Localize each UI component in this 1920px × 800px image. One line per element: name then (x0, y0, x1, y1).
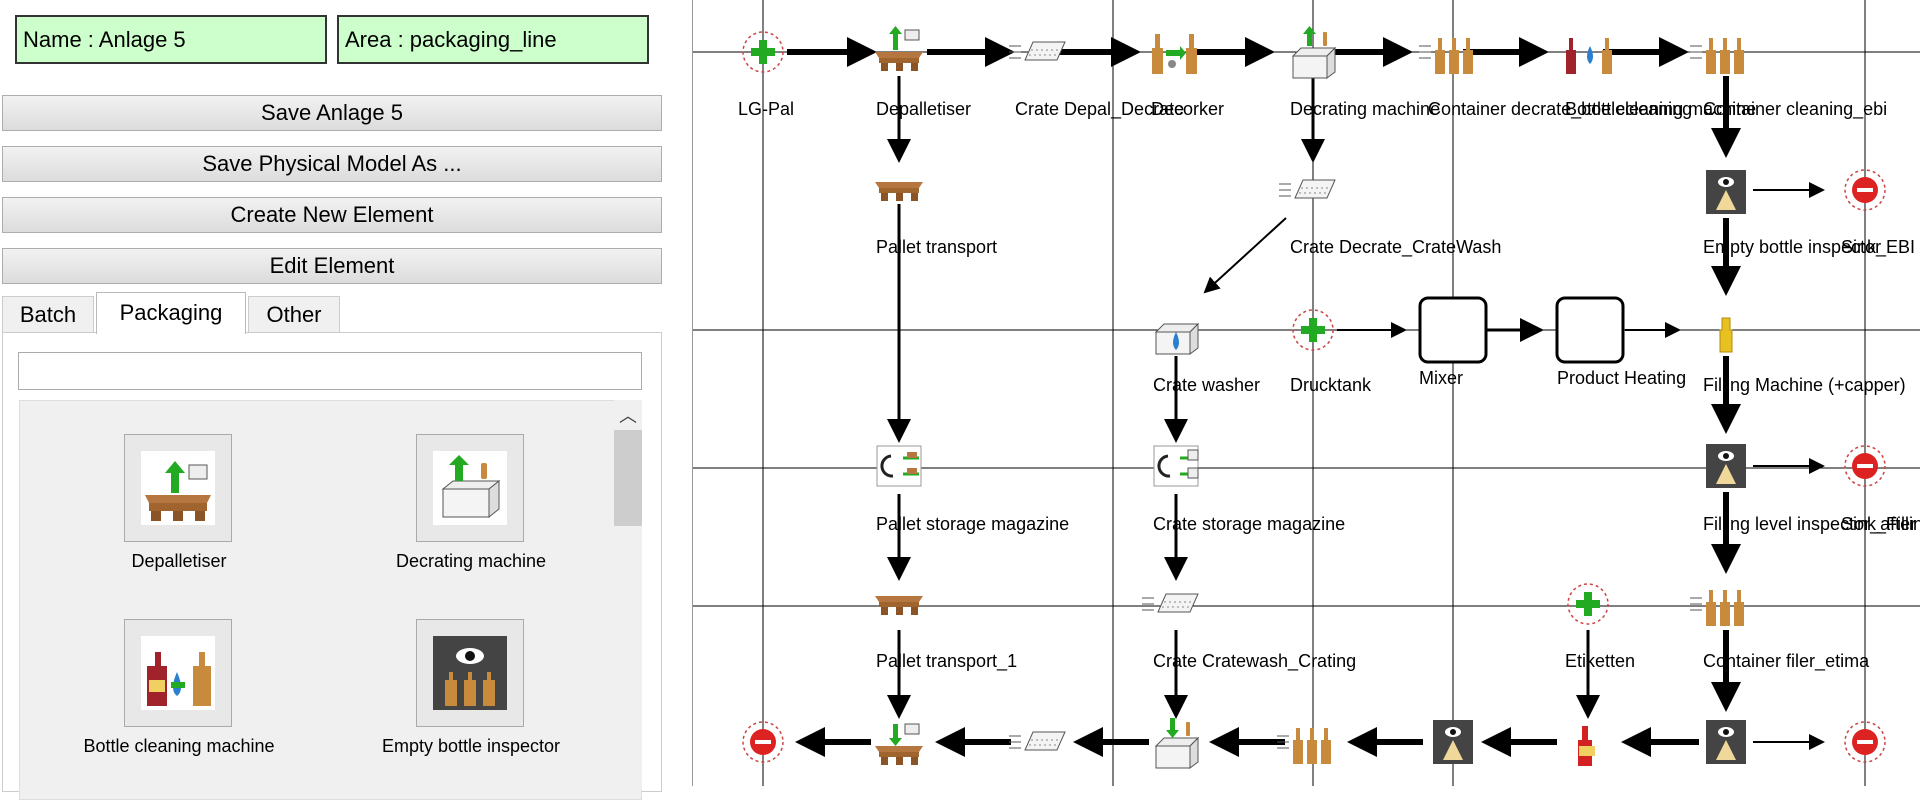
label-crate-depal: Crate Depal_Decrate (1015, 99, 1185, 119)
node-depalletiser[interactable] (875, 26, 923, 71)
label-product-heating: Product Heating (1557, 368, 1687, 388)
node-bottle-cleaning[interactable] (1566, 38, 1612, 74)
label-container-decrate: Container decrate_bottlecleaning (1428, 99, 1693, 119)
label-crate-decrate-wash: Crate Decrate_CrateWash (1290, 237, 1502, 257)
label-pallet-transport: Pallet transport (876, 237, 998, 257)
label-sink-filling: Sink_Filling (1841, 514, 1920, 534)
flow-diagram (693, 0, 1920, 786)
node-crating-machine[interactable] (1156, 718, 1198, 768)
edit-element-button[interactable]: Edit Element (2, 248, 662, 284)
label-filling-machine: Filling Machine (+capper) (1703, 375, 1906, 395)
tab-other[interactable]: Other (248, 296, 340, 332)
node-pallet-transport-1[interactable] (875, 596, 923, 615)
inspector-icon (433, 636, 507, 710)
node-container-decrate[interactable] (1418, 37, 1474, 75)
palette-label-decrating-machine: Decrating machine (395, 551, 547, 571)
palette-label-bottle-cleaning-machine: Bottle cleaning machine (83, 736, 275, 756)
bottle-cleaning-icon (141, 636, 215, 710)
label-bottle-cleaning: Bottle cleaning machine (1565, 99, 1757, 119)
node-filling-machine[interactable] (1719, 317, 1733, 353)
element-palette: Depalletiser Decrating machine (19, 400, 642, 800)
label-container-cleaning: Container cleaning_ebi (1703, 99, 1888, 119)
label-empty-bottle-inspector: Empty bottle inspector (1703, 237, 1882, 257)
node-bottles-bottom[interactable] (1276, 727, 1332, 765)
node-decrating-machine[interactable] (1293, 26, 1335, 78)
label-crate-washer: Crate washer (1153, 375, 1261, 395)
node-crate-storage[interactable] (1152, 444, 1200, 488)
decrating-machine-icon (433, 451, 507, 525)
node-empty-bottle-inspector[interactable] (1706, 170, 1746, 214)
label-etiketten: Etiketten (1565, 651, 1636, 671)
left-panel: Name : Anlage 5 Area : packaging_line Sa… (0, 0, 686, 800)
label-pallet-transport-1: Pallet transport_1 (876, 651, 1018, 671)
label-filling-level: Filling level inspector_after (1703, 514, 1917, 534)
create-element-button[interactable]: Create New Element (2, 197, 662, 233)
node-filling-level-inspector[interactable] (1706, 444, 1746, 488)
node-product-heating[interactable] (1555, 296, 1625, 364)
label-depalletiser: Depalletiser (876, 99, 972, 119)
node-pallet-transport[interactable] (875, 182, 923, 201)
label-drucktank: Drucktank (1290, 375, 1372, 395)
scroll-up-arrow-icon[interactable]: ︿ (619, 406, 637, 426)
node-crate-depal-decrate[interactable] (1008, 41, 1066, 61)
node-mixer[interactable] (1418, 296, 1488, 364)
node-container-filer[interactable] (1689, 589, 1745, 627)
palette-item-empty-bottle-inspector[interactable] (416, 619, 524, 727)
save-as-button[interactable]: Save Physical Model As ... (2, 146, 662, 182)
label-decorker: Decorker (1151, 99, 1225, 119)
palette-label-empty-bottle-inspector: Empty bottle inspector (381, 736, 561, 756)
node-crate-decrate-wash[interactable] (1278, 179, 1336, 199)
label-crate-cratewash: Crate Cratewash_Crating (1153, 651, 1357, 671)
tab-batch[interactable]: Batch (2, 296, 94, 332)
model-canvas[interactable]: LG-Pal Depalletiser Crate Depal_Decrate … (692, 0, 1920, 786)
node-inspector-bottom-2[interactable] (1706, 720, 1746, 764)
save-button[interactable]: Save Anlage 5 (2, 95, 662, 131)
label-mixer: Mixer (1419, 368, 1463, 388)
depalletiser-icon (141, 451, 215, 525)
label-pallet-storage: Pallet storage magazine (876, 514, 1070, 534)
node-inspector-bottom-1[interactable] (1433, 720, 1473, 764)
node-crate-cratewash[interactable] (1141, 593, 1199, 613)
node-labeller[interactable] (1578, 726, 1595, 766)
node-crate-bottom[interactable] (1008, 731, 1066, 751)
node-palletiser[interactable] (875, 724, 923, 765)
palette-item-decrating-machine[interactable] (416, 434, 524, 542)
node-decorker[interactable] (1152, 34, 1197, 74)
area-field: Area : packaging_line (337, 15, 649, 64)
name-field: Name : Anlage 5 (15, 15, 327, 64)
palette-item-depalletiser[interactable] (124, 434, 232, 542)
flow-connectors (787, 37, 1825, 757)
node-crate-washer[interactable] (1156, 324, 1198, 354)
scroll-thumb[interactable] (614, 430, 642, 526)
node-pallet-storage[interactable] (875, 444, 923, 488)
label-decrating: Decrating machine (1290, 99, 1441, 119)
label-lgpal: LG-Pal (738, 99, 795, 119)
search-input[interactable] (18, 352, 642, 390)
palette-item-bottle-cleaning-machine[interactable] (124, 619, 232, 727)
node-container-cleaning[interactable] (1689, 37, 1745, 75)
node-etiketten[interactable] (1567, 583, 1609, 625)
tab-packaging[interactable]: Packaging (96, 292, 246, 334)
label-crate-storage: Crate storage magazine (1153, 514, 1346, 534)
label-container-filer: Container filer_etima (1703, 651, 1870, 671)
palette-label-depalletiser: Depalletiser (131, 551, 227, 571)
label-sink-ebi: Sink_EBI (1841, 237, 1916, 257)
